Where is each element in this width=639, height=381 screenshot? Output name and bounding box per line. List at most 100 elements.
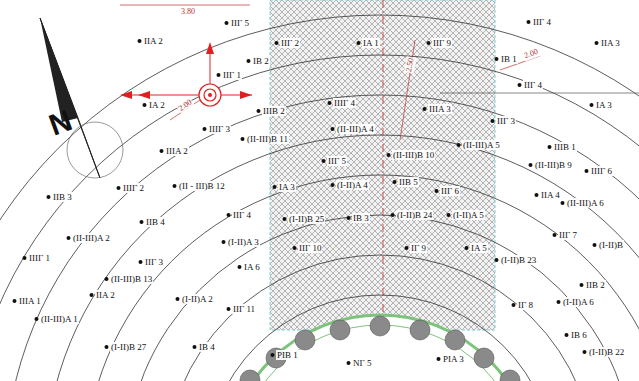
hole-dot [518,83,522,87]
hole-dot [557,300,561,304]
hole-label: IIIB 1 [553,142,577,152]
hole-dot [427,41,431,45]
hole-label: (I-II)A 2 [181,294,214,304]
hole-dot [13,299,17,303]
hole-label: IIIГ 6 [590,166,613,176]
hole-dot [553,233,557,237]
hole-dot [423,107,427,111]
hole-label: (I-II)B 24 [396,210,433,220]
hole-dot [193,345,197,349]
hole-label: IB 4 [198,342,216,352]
hole-dot [35,317,39,321]
hole-dot [222,240,226,244]
hole-label: (I-II)A 3 [227,237,260,247]
hole-dot [23,256,27,260]
hole-dot [139,260,143,264]
hole-dot [495,258,499,262]
hole-label: PIB 1 [276,350,299,360]
hole-dot [495,57,499,61]
hole-dot [580,283,584,287]
hole-label: IIB 4 [145,217,166,227]
hole-dot [527,20,531,24]
hole-label: IIIA 3 [428,104,452,114]
hole-dot [328,101,332,105]
hole-dot [241,137,245,141]
hole-dot [173,184,177,188]
hole-dot [565,333,569,337]
hole-label: (I-II)A 5 [452,210,485,220]
hole-dot [203,127,207,131]
hole-label: (I-II)B 27 [110,342,147,352]
hole-dot [391,213,395,217]
hole-label: (I-II)B [598,240,624,250]
hole-label: IA 5 [470,243,488,253]
hole-dot [393,180,397,184]
hole-label: IIA 3 [600,38,621,48]
hole-dot [590,103,594,107]
hole-arcs [0,15,639,381]
hole-label: IA 3 [278,182,296,192]
hole-label: (II-III)B 13 [110,274,153,284]
hole-label: (II-III)A 4 [336,124,375,134]
hole-label: IIГ 2 [280,38,300,48]
hole-label: (II - III)B 12 [178,181,226,191]
hole-label: (II-III)B 11 [246,134,289,144]
hole-label: IIГ 10 [298,243,322,253]
hole-dot [293,246,297,250]
hole-dot [238,265,242,269]
hole-label: (II-III)B 10 [392,150,435,160]
hole-label: (I-II)A 4 [336,180,369,190]
hole-label: IIГ 1 [222,70,242,80]
hole-label: IIIГ 1 [28,253,51,263]
hole-label: (I-II)B 23 [500,255,537,265]
hole-dot [227,307,231,311]
hole-dot [105,277,109,281]
hole-label: (II-III)A 1 [40,314,79,324]
hole-label: IA 2 [148,100,166,110]
hole-dot [331,127,335,131]
hole-dot [322,159,326,163]
hole-label: IIIA 2 [165,146,189,156]
hole-label: IIГ 11 [232,304,256,314]
hole-label: IIГ 3 [496,116,516,126]
hole-dot [529,163,533,167]
hole-dot [512,303,516,307]
hole-dot [117,186,121,190]
hole-label: IIГ 6 [440,186,460,196]
hole-label: IIГ 4 [532,17,552,27]
dimension-line [400,40,415,140]
cut-holes [240,316,520,381]
hole-label: IIГ 9 [432,38,452,48]
hole-dot [535,193,539,197]
hole-label: IA 1 [362,38,380,48]
hole-dot [160,149,164,153]
hole-dot [593,243,597,247]
hole-label: IA 3 [595,100,613,110]
hole-label: IB 3 [352,213,370,223]
hole-dot [347,216,351,220]
hole-dot [227,213,231,217]
hole-dot [275,41,279,45]
hole-label: IB 1 [500,54,518,64]
hole-label: IIIГ 4 [333,98,356,108]
hole-label: IIIГ 2 [122,183,145,193]
reference-mark [120,42,252,106]
hole-dot [217,73,221,77]
hole-dot [491,119,495,123]
hole-dot [271,353,275,357]
hole-label: IIB 2 [585,280,606,290]
hole-label: IB 2 [252,56,270,66]
hole-dot [47,195,51,199]
hole-label: IIIA 1 [18,296,42,306]
hole-dot [457,143,461,147]
hole-label: (I-II)B 22 [588,347,625,357]
hole-label: IIГ 5 [230,18,250,28]
hole-label: IIA 2 [143,36,164,46]
hole-dot [405,246,409,250]
hole-dot [225,21,229,25]
hole-label: NГ 5 [352,358,372,368]
hole-dot [257,109,261,113]
hole-label: IB 6 [570,330,588,340]
hole-dots [13,20,599,365]
hole-dot [138,39,142,43]
